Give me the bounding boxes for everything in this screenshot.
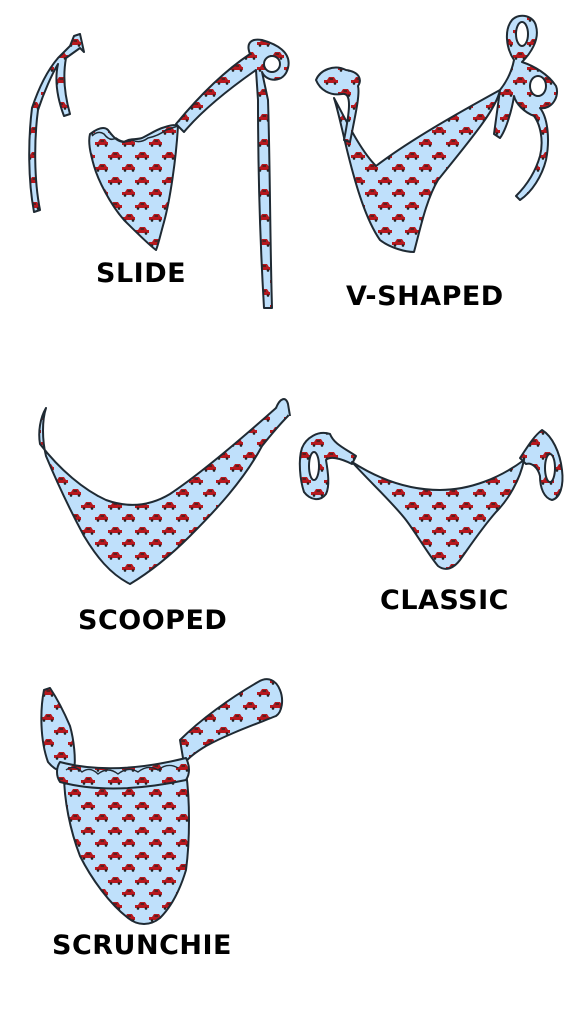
slide-bikini-illustration [28, 33, 290, 309]
vshaped-bikini-illustration [315, 14, 558, 253]
scooped-bikini-illustration [38, 398, 291, 585]
scrunchie-bikini-illustration [40, 678, 284, 925]
scooped-style-label: SCOOPED [78, 605, 228, 636]
classic-style-label: CLASSIC [380, 585, 509, 616]
scrunchie-style-label: SCRUNCHIE [52, 930, 232, 961]
vshaped-style-label: V-SHAPED [346, 281, 504, 312]
classic-bikini-illustration [298, 429, 564, 570]
slide-style-label: SLIDE [96, 258, 187, 289]
